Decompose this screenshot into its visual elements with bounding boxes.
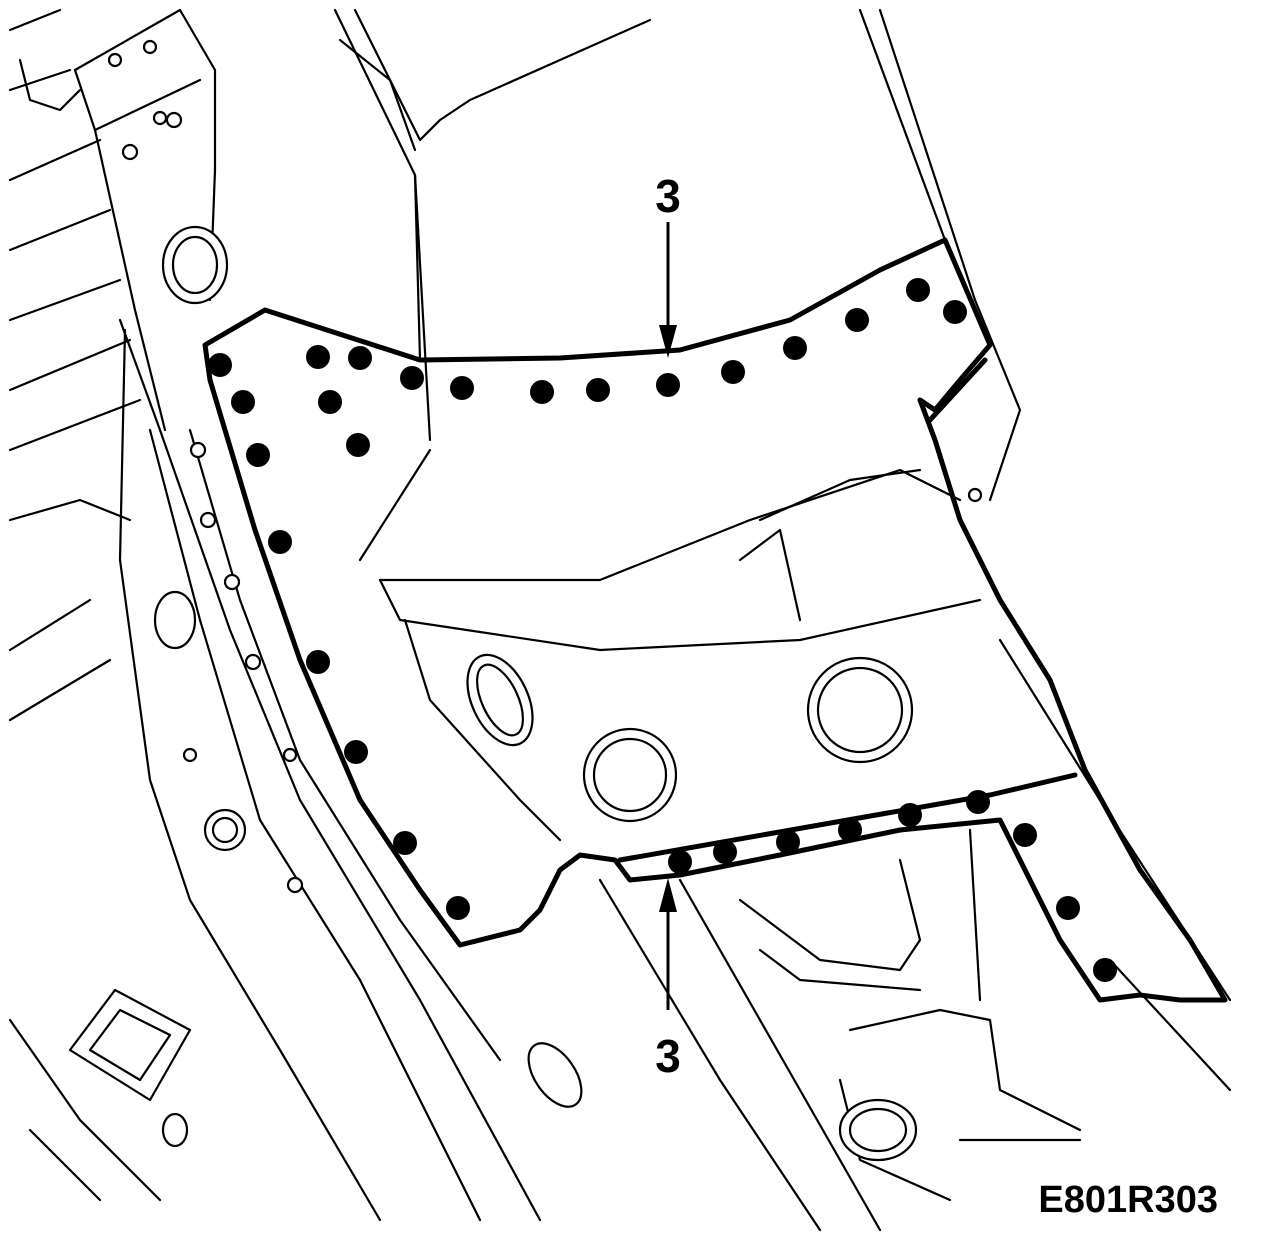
callout-arrow-bottom	[659, 878, 677, 1010]
repair-section-outline	[202, 237, 1228, 1003]
figure-code: E801R303	[1038, 1179, 1218, 1221]
callout-arrow-top	[659, 222, 677, 358]
callout-label-bottom: 3	[655, 1030, 681, 1082]
open-holes	[107, 39, 983, 1162]
spot-welds	[208, 278, 1117, 982]
callout-label-top: 3	[655, 170, 681, 222]
body-structure-lines	[8, 8, 1232, 1232]
